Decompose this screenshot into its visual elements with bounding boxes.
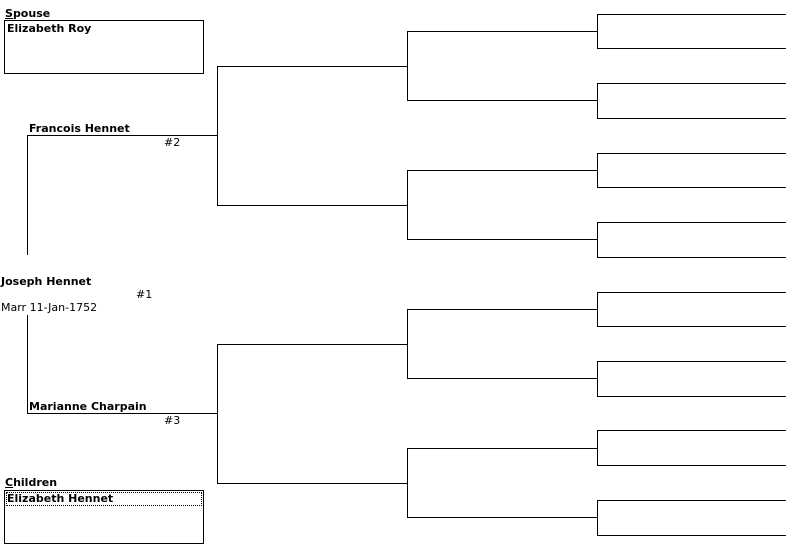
marriage-date: Marr 11-Jan-1752 <box>1 301 98 314</box>
mother-number: #3 <box>164 414 181 427</box>
children-list[interactable]: Elizabeth Hennet <box>4 490 204 544</box>
children-list-item[interactable]: Elizabeth Hennet <box>7 492 114 505</box>
ancestor-slot-14[interactable] <box>407 434 597 448</box>
ancestor-slot-11[interactable] <box>407 225 597 239</box>
primary-person-name[interactable]: Joseph Hennet <box>1 275 92 288</box>
father-name[interactable]: Francois Hennet <box>29 122 130 135</box>
ancestor-slot-13[interactable] <box>407 364 597 378</box>
ancestor-slot-10[interactable] <box>407 156 597 170</box>
mother-name[interactable]: Marianne Charpain <box>29 400 147 413</box>
children-selection-focus <box>6 492 202 506</box>
primary-person-number: #1 <box>136 288 153 301</box>
ancestor-slot-7[interactable] <box>217 469 407 483</box>
father-number: #2 <box>164 136 181 149</box>
ancestor-slot-4[interactable] <box>217 52 407 66</box>
ancestor-slot-12[interactable] <box>407 295 597 309</box>
ancestor-slot-5[interactable] <box>217 191 407 205</box>
ancestor-slot-8[interactable] <box>407 17 597 31</box>
spouse-list[interactable]: Elizabeth Roy <box>4 20 204 74</box>
children-label: Children <box>5 476 58 489</box>
spouse-label: Spouse <box>5 7 51 20</box>
ancestor-slot-9[interactable] <box>407 86 597 100</box>
ancestor-slot-6[interactable] <box>217 330 407 344</box>
ancestor-slot-15[interactable] <box>407 503 597 517</box>
spouse-list-item[interactable]: Elizabeth Roy <box>7 22 92 35</box>
